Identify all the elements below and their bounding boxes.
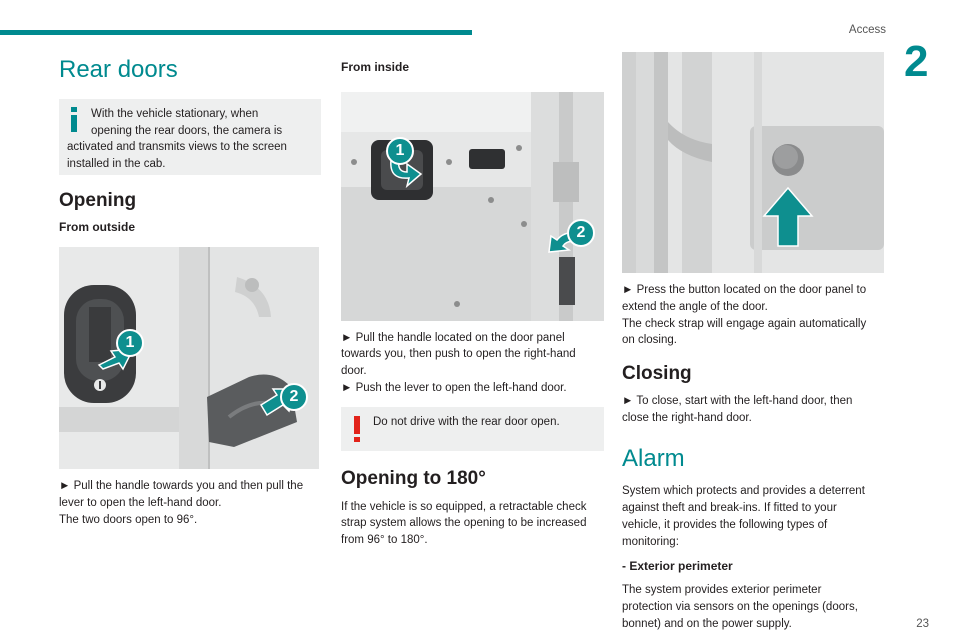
paragraph-line: bonnet) and on the power supply. <box>622 617 792 630</box>
warning-note: Do not drive with the rear door open. <box>341 406 604 451</box>
paragraph-line: vehicle, it provides the following types… <box>622 518 828 531</box>
callout-badge-1: 1 <box>386 136 414 165</box>
instruction-line: The two doors open to 96°. <box>59 513 198 526</box>
closing-text: ► To close, start with the left-hand doo… <box>622 393 884 427</box>
paragraph-line: strap system allows the opening to be in… <box>341 517 587 530</box>
column-3: ► Press the button located on the door p… <box>622 52 884 633</box>
alarm-heading: Alarm <box>622 444 685 472</box>
instruction-line: ► Pull the handle located on the door pa… <box>341 331 565 344</box>
outside-handle-illustration: 1 2 <box>59 247 319 470</box>
info-note-line: opening the rear doors, the camera is <box>91 124 283 137</box>
inside-instructions: ► Pull the handle located on the door pa… <box>341 330 604 397</box>
paragraph-line: If the vehicle is so equipped, a retract… <box>341 500 587 513</box>
paragraph-line: from 96° to 180°. <box>341 534 428 547</box>
opening-180-heading: Opening to 180° <box>341 467 486 489</box>
paragraph-line: protection via sensors on the openings (… <box>622 600 858 613</box>
opening-heading: Opening <box>59 189 137 211</box>
from-outside-subheading: From outside <box>59 219 136 234</box>
check-strap-illustration <box>622 52 884 273</box>
paragraph-line: monitoring: <box>622 535 679 548</box>
callout-badge-1: 1 <box>116 329 144 358</box>
check-strap-instructions: ► Press the button located on the door p… <box>622 282 884 349</box>
instruction-line: ► To close, start with the left-hand doo… <box>622 394 853 407</box>
closing-heading: Closing <box>622 363 692 385</box>
push-up-arrow <box>762 186 814 247</box>
instruction-line: ► Push the lever to open the left-hand d… <box>341 381 567 394</box>
callout-badge-2: 2 <box>567 218 595 247</box>
instruction-line: extend the angle of the door. <box>622 300 768 313</box>
outside-door-drawing <box>59 247 319 470</box>
info-note: With the vehicle stationary, when openin… <box>59 98 321 175</box>
check-strap-drawing <box>622 52 884 273</box>
callout-badge-2: 2 <box>280 383 308 412</box>
section-title: Access <box>848 24 886 36</box>
instruction-line: The check strap will engage again automa… <box>622 317 867 330</box>
info-note-line: activated and transmits views to the scr… <box>67 141 287 154</box>
warning-text: Do not drive with the rear door open. <box>373 415 560 428</box>
info-note-line: With the vehicle stationary, when <box>91 107 259 120</box>
exterior-perimeter-subheading: - Exterior perimeter <box>622 558 733 573</box>
instruction-line: ► Pull the handle towards you and then p… <box>59 480 304 493</box>
chapter-number: 2 <box>904 37 929 86</box>
info-note-line: installed in the cab. <box>67 158 166 171</box>
instruction-line: towards you, then push to open the right… <box>341 348 576 361</box>
inside-arrow-1 <box>390 158 423 188</box>
instruction-line: door. <box>341 365 367 378</box>
alarm-text: System which protects and provides a det… <box>622 483 884 550</box>
opening-180-text: If the vehicle is so equipped, a retract… <box>341 499 604 549</box>
exterior-perimeter-text: The system provides exterior perimeter p… <box>622 582 884 632</box>
paragraph-line: System which protects and provides a det… <box>622 485 865 498</box>
column-1: Rear doors With the vehicle stationary, … <box>59 52 321 529</box>
instruction-line: lever to open the left-hand door. <box>59 496 222 509</box>
paragraph-line: The system provides exterior perimeter <box>622 584 822 597</box>
instruction-line: on closing. <box>622 334 677 347</box>
rear-doors-title: Rear doors <box>59 56 178 83</box>
inside-handle-illustration: 1 2 <box>341 91 604 321</box>
instruction-line: ► Press the button located on the door p… <box>622 284 867 296</box>
outside-instructions: ► Pull the handle towards you and then p… <box>59 478 321 528</box>
instruction-line: close the right-hand door. <box>622 411 752 424</box>
inside-door-drawing <box>341 91 604 321</box>
page-number: 23 <box>916 618 929 630</box>
column-2: From inside 1 2 ► Pul <box>341 52 604 549</box>
paragraph-line: against theft and break-ins. If fitted t… <box>622 502 837 515</box>
header-accent-bar <box>0 30 472 35</box>
from-inside-subheading: From inside <box>341 60 410 74</box>
info-icon <box>71 106 77 132</box>
warning-icon <box>354 415 360 442</box>
